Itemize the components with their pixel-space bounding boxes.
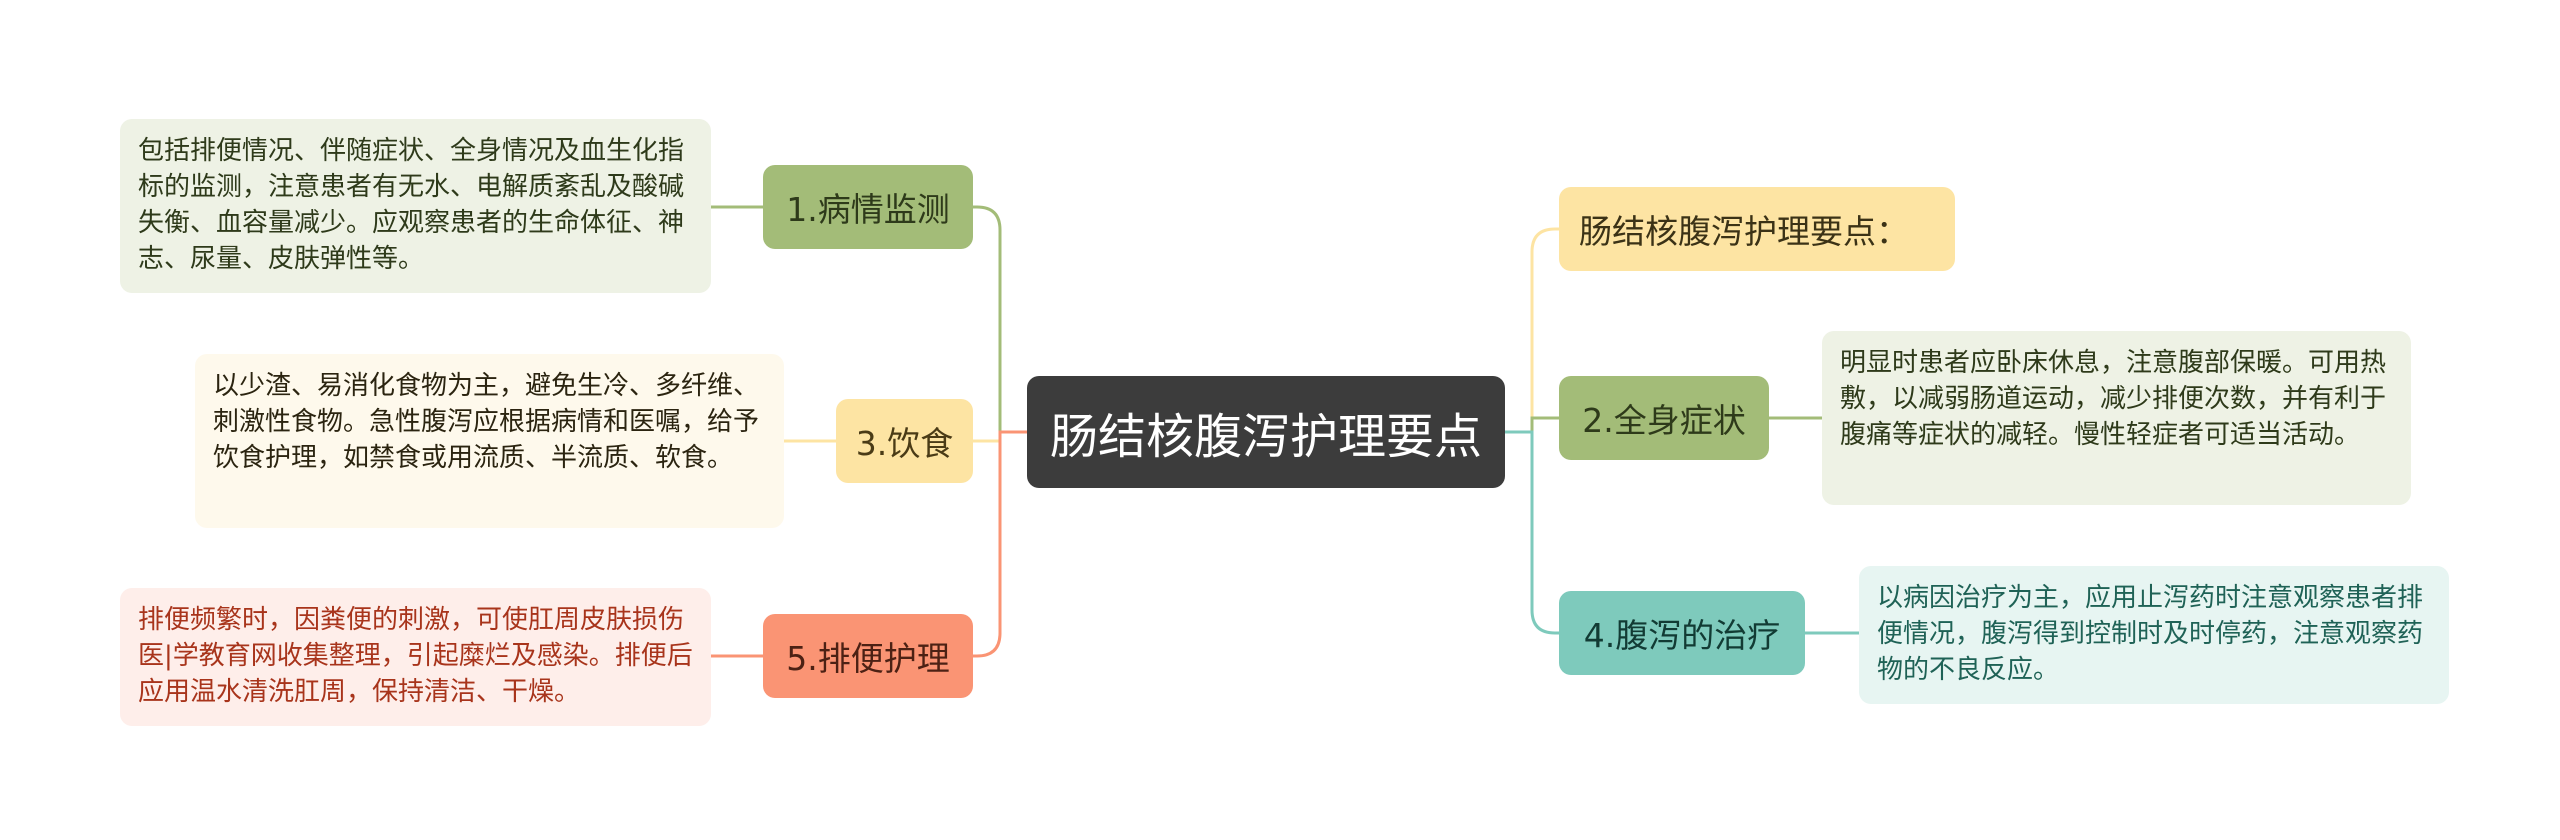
branch-header[interactable]: 肠结核腹泻护理要点：: [1559, 187, 1955, 271]
detail-diarrhea-treatment: 以病因治疗为主，应用止泻药时注意观察患者排便情况，腹泻得到控制时及时停药，注意观…: [1859, 566, 2449, 704]
detail-diet: 以少渣、易消化食物为主，避免生冷、多纤维、刺激性食物。急性腹泻应根据病情和医嘱，…: [195, 354, 784, 528]
connector-root-2: [1505, 416, 1559, 434]
connector-root-header: [1505, 227, 1559, 434]
detail-condition-monitoring: 包括排便情况、伴随症状、全身情况及血生化指标的监测，注意患者有无水、电解质紊乱及…: [120, 119, 711, 293]
branch-defecation-care[interactable]: 5.排便护理: [763, 614, 973, 698]
connector-root-4: [1505, 430, 1559, 635]
branch-diarrhea-treatment[interactable]: 4.腹泻的治疗: [1559, 591, 1805, 675]
branch-systemic-symptoms[interactable]: 2.全身症状: [1559, 376, 1769, 460]
branch-condition-monitoring[interactable]: 1.病情监测: [763, 165, 973, 249]
connector-root-5: [973, 430, 1027, 658]
connector-root-1: [973, 205, 1027, 434]
root-topic[interactable]: 肠结核腹泻护理要点: [1027, 376, 1505, 488]
detail-defecation-care: 排便频繁时，因粪便的刺激，可使肛周皮肤损伤医|学教育网收集整理，引起糜烂及感染。…: [120, 588, 711, 726]
branch-diet[interactable]: 3.饮食: [836, 399, 973, 483]
detail-systemic-symptoms: 明显时患者应卧床休息，注意腹部保暖。可用热敷，以减弱肠道运动，减少排便次数，并有…: [1822, 331, 2411, 505]
